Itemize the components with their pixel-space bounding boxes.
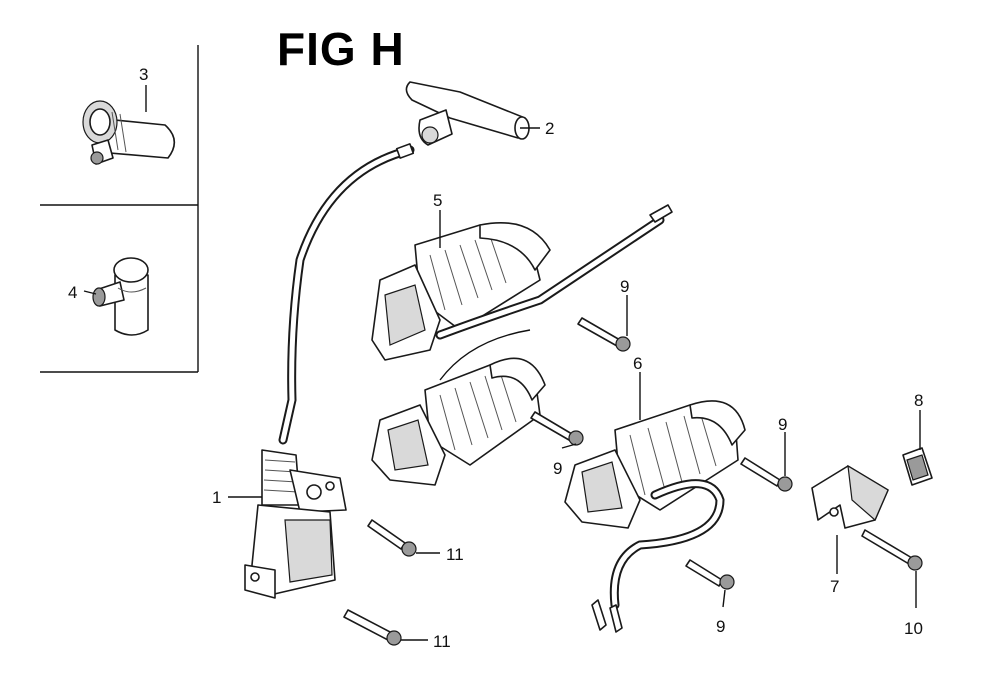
callout-11-a: 11 (446, 545, 464, 564)
figure-title: FIG H (277, 23, 405, 75)
part-6-coil (564, 400, 746, 529)
callout-8: 8 (914, 391, 923, 410)
callout-labels: 3 4 2 1 5 6 7 8 9 9 9 9 10 11 11 (68, 65, 923, 651)
callout-11-b: 11 (433, 632, 451, 651)
part-1-ignition-coil (244, 449, 347, 599)
callout-9-d: 9 (716, 617, 725, 636)
part-9-bolt-d (685, 559, 735, 590)
part-7-bracket (811, 464, 889, 529)
callout-10: 10 (904, 619, 923, 638)
callout-7: 7 (830, 577, 839, 596)
callout-1: 1 (212, 488, 221, 507)
high-tension-wire (278, 143, 415, 445)
part-4-plug-cap-elbow (92, 257, 149, 336)
callout-9-a: 9 (620, 277, 629, 296)
callout-6: 6 (633, 354, 642, 373)
part-9-bolt-b (530, 411, 584, 446)
callout-3: 3 (139, 65, 148, 84)
inset-frame (40, 45, 199, 373)
part-2-spark-plug-cap (405, 81, 530, 146)
callout-9-b: 9 (553, 459, 562, 478)
part-8-clip (902, 447, 933, 486)
part-9-bolt-c (740, 457, 793, 492)
part-9-bolt-a (577, 317, 631, 352)
callout-4: 4 (68, 283, 77, 302)
callout-5: 5 (433, 191, 442, 210)
leader-lines (83, 85, 921, 641)
part-10-bolt (861, 529, 923, 571)
charge-coil-lead-wire (435, 204, 673, 340)
callout-9-c: 9 (778, 415, 787, 434)
part-3-plug-cap (82, 100, 176, 165)
part-5-charge-coil (371, 222, 551, 361)
callout-2: 2 (545, 119, 554, 138)
coil-lead-wire (591, 479, 725, 633)
part-11-bolt-upper (367, 519, 417, 557)
part-11-bolt-lower (343, 609, 402, 646)
